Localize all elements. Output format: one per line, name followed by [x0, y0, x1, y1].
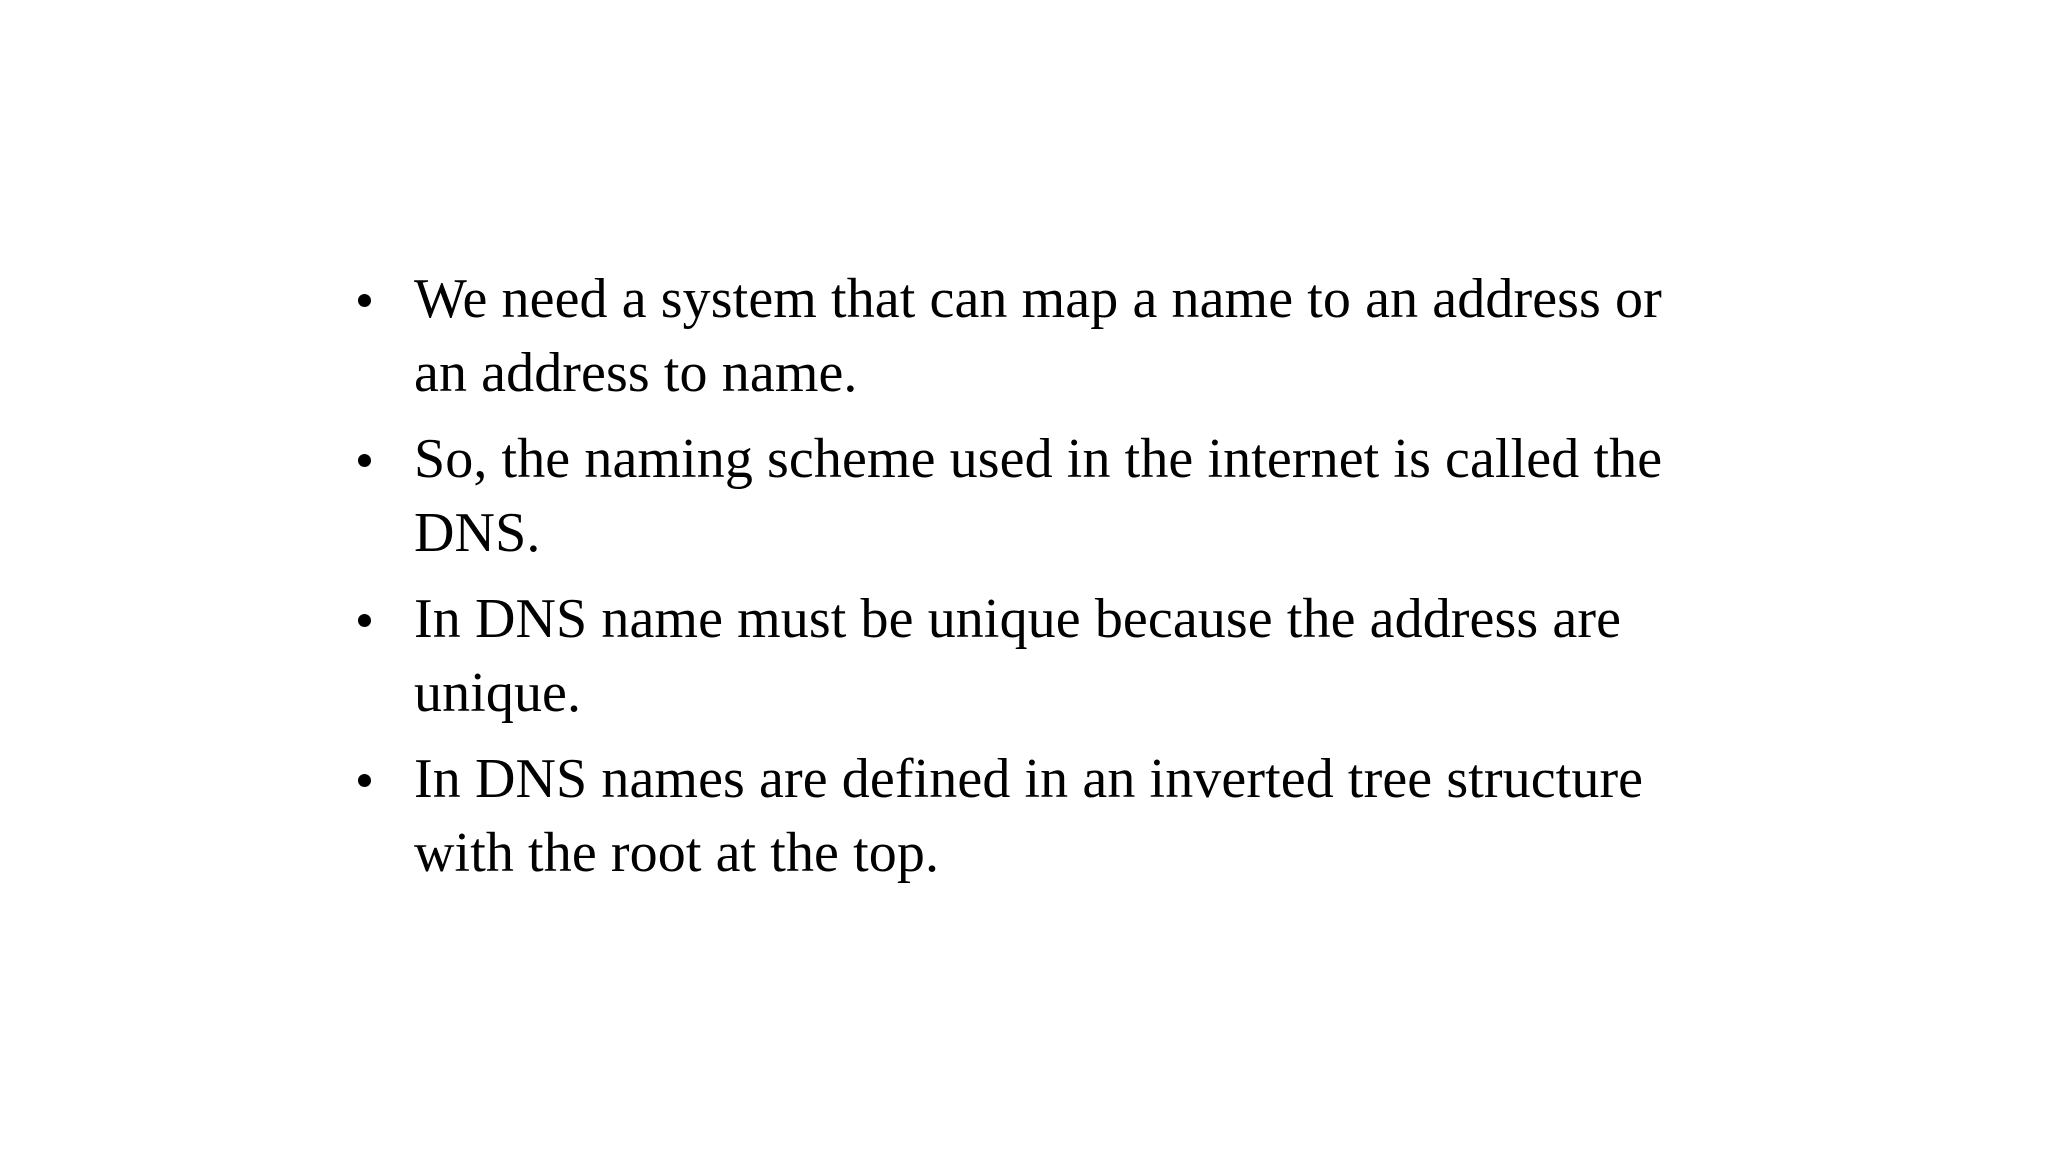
bullet-text: We need a system that can map a name to …	[414, 268, 1662, 404]
list-item: So, the naming scheme used in the intern…	[352, 422, 1704, 570]
bullet-text: So, the naming scheme used in the intern…	[414, 428, 1663, 564]
bullet-text: In DNS names are defined in an inverted …	[414, 748, 1644, 884]
round-bullet-icon	[358, 582, 372, 656]
list-item: In DNS name must be unique because the a…	[352, 582, 1704, 730]
round-bullet-icon	[358, 742, 372, 816]
round-bullet-icon	[358, 262, 372, 336]
list-item: In DNS names are defined in an inverted …	[352, 742, 1704, 890]
bullet-text: In DNS name must be unique because the a…	[414, 588, 1622, 724]
slide-content-body: We need a system that can map a name to …	[352, 262, 1704, 890]
bullet-list: We need a system that can map a name to …	[352, 262, 1704, 890]
round-bullet-icon	[358, 422, 372, 496]
list-item: We need a system that can map a name to …	[352, 262, 1704, 410]
